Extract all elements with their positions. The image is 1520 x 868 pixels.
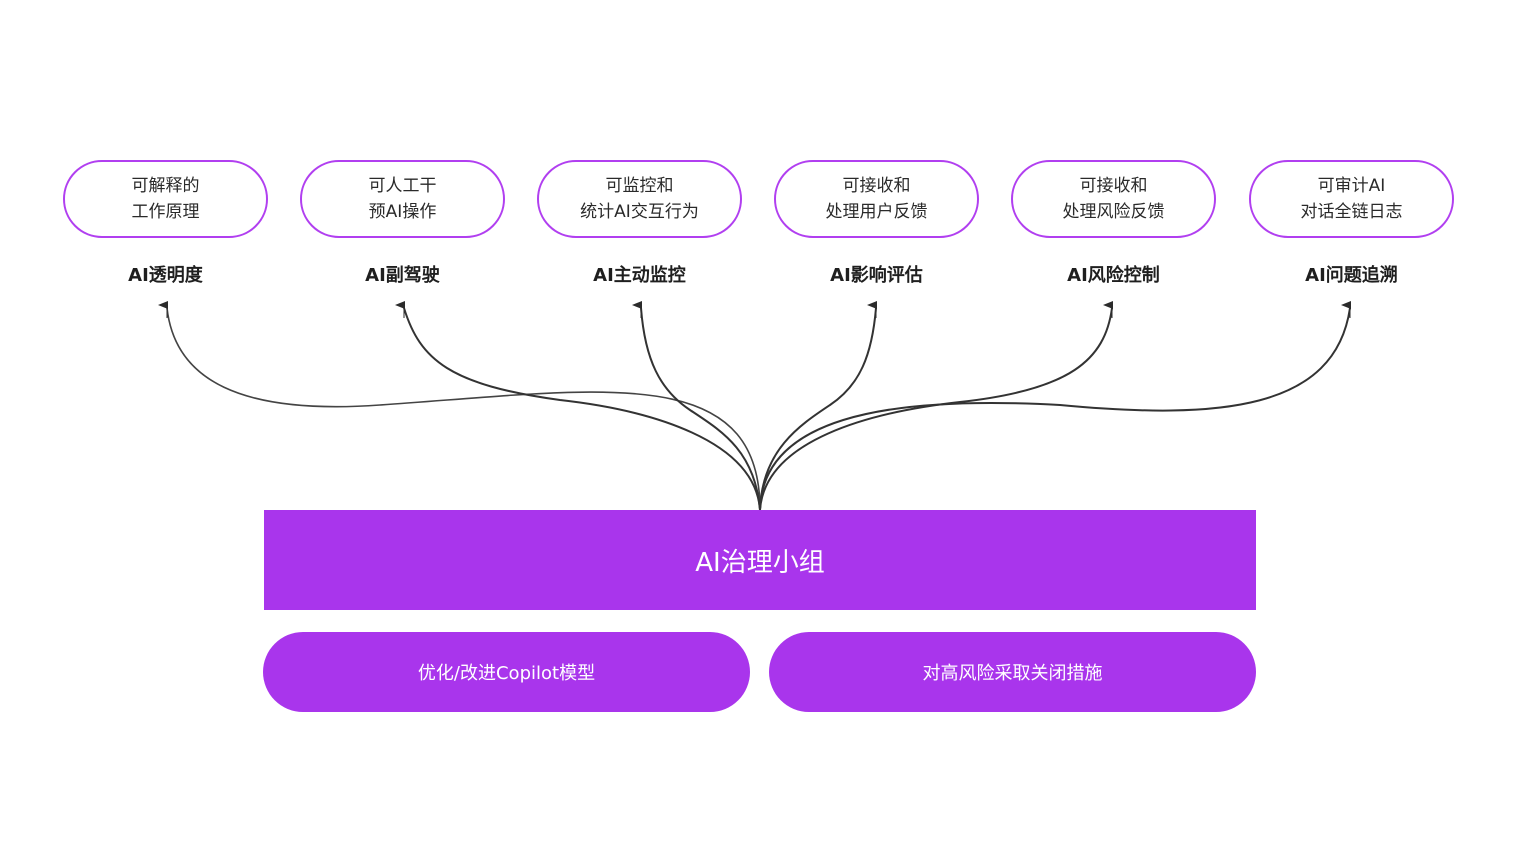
action-improve-model-label: 优化/改进Copilot模型 (417, 663, 596, 684)
governance-group-bar: AI治理小组 (264, 510, 1256, 610)
governance-group-title: AI治理小组 (695, 547, 825, 578)
capability-line1: 可解释的 (131, 176, 200, 196)
capability-box-traceability: 可审计AI 对话全链日志 (1249, 160, 1454, 238)
capability-label-copilot: AI副驾驶 (365, 265, 440, 286)
arrow-to-monitoring (640, 307, 761, 511)
arrow-to-risk (759, 307, 1113, 511)
capability-box-transparency: 可解释的 工作原理 (63, 160, 268, 238)
capability-box-risk: 可接收和 处理风险反馈 (1011, 160, 1216, 238)
arrow-to-copilot (403, 307, 761, 511)
capability-label-risk: AI风险控制 (1067, 265, 1160, 286)
capability-line2: 处理风险反馈 (1062, 202, 1165, 222)
capability-line1: 可审计AI (1317, 176, 1386, 196)
capability-label-transparency: AI透明度 (128, 265, 203, 286)
action-improve-model: 优化/改进Copilot模型 (263, 632, 750, 712)
capability-line2: 对话全链日志 (1300, 202, 1403, 222)
capability-line2: 工作原理 (131, 202, 200, 222)
action-shutdown-high-risk: 对高风险采取关闭措施 (769, 632, 1256, 712)
action-shutdown-high-risk-label: 对高风险采取关闭措施 (922, 663, 1103, 684)
capability-line1: 可人工干 (368, 176, 437, 196)
capability-line2: 预AI操作 (368, 202, 437, 222)
capability-box-copilot: 可人工干 预AI操作 (300, 160, 505, 238)
capability-label-monitoring: AI主动监控 (593, 265, 686, 286)
arrow-to-transparency (166, 307, 761, 511)
capability-line1: 可监控和 (605, 176, 674, 196)
capability-line2: 统计AI交互行为 (580, 202, 699, 222)
capability-label-impact: AI影响评估 (830, 265, 923, 286)
capability-line1: 可接收和 (842, 176, 911, 196)
capability-line1: 可接收和 (1079, 176, 1148, 196)
arrow-to-traceability (759, 307, 1351, 511)
capability-box-monitoring: 可监控和 统计AI交互行为 (537, 160, 742, 238)
capability-label-traceability: AI问题追溯 (1305, 265, 1398, 286)
capability-line2: 处理用户反馈 (825, 202, 928, 222)
arrow-to-impact (759, 307, 877, 511)
capability-box-impact: 可接收和 处理用户反馈 (774, 160, 979, 238)
